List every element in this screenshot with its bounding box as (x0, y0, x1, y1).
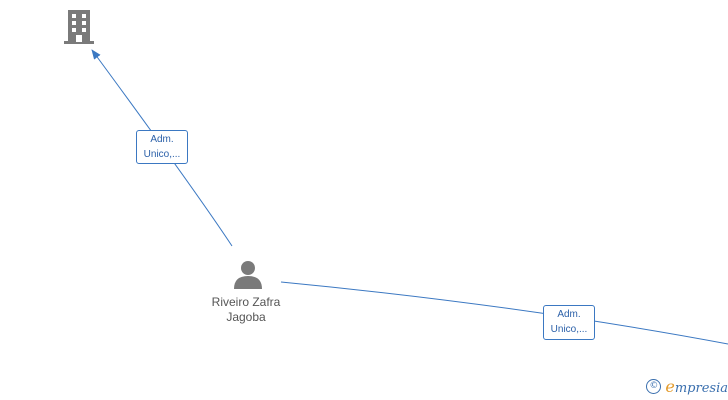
person-icon[interactable] (232, 260, 264, 290)
person-name-label: Riveiro Zafra Jagoba (196, 295, 296, 325)
empresia-logo-initial: e (665, 377, 675, 396)
edge-person-to-right[interactable] (280, 281, 728, 345)
copyright-icon: © (646, 379, 662, 394)
edge-label-right-line2: Unico,... (550, 324, 588, 335)
edge-person-to-company[interactable] (91, 49, 233, 247)
empresia-watermark: © empresia (646, 377, 728, 396)
empresia-logo: empresia (665, 377, 728, 396)
edge-label-company-line1: Adm. (150, 134, 174, 145)
edge-label-right[interactable]: Adm. Unico,... (543, 305, 595, 340)
empresia-logo-rest: mpresia (674, 381, 728, 396)
person-name-line2: Jagoba (226, 310, 266, 324)
edge-label-company[interactable]: Adm. Unico,... (136, 130, 188, 164)
person-name-line1: Riveiro Zafra (211, 295, 281, 309)
edge-label-company-line2: Unico,... (143, 149, 181, 160)
building-icon[interactable] (62, 9, 96, 45)
edge-label-right-line1: Adm. (557, 309, 581, 320)
